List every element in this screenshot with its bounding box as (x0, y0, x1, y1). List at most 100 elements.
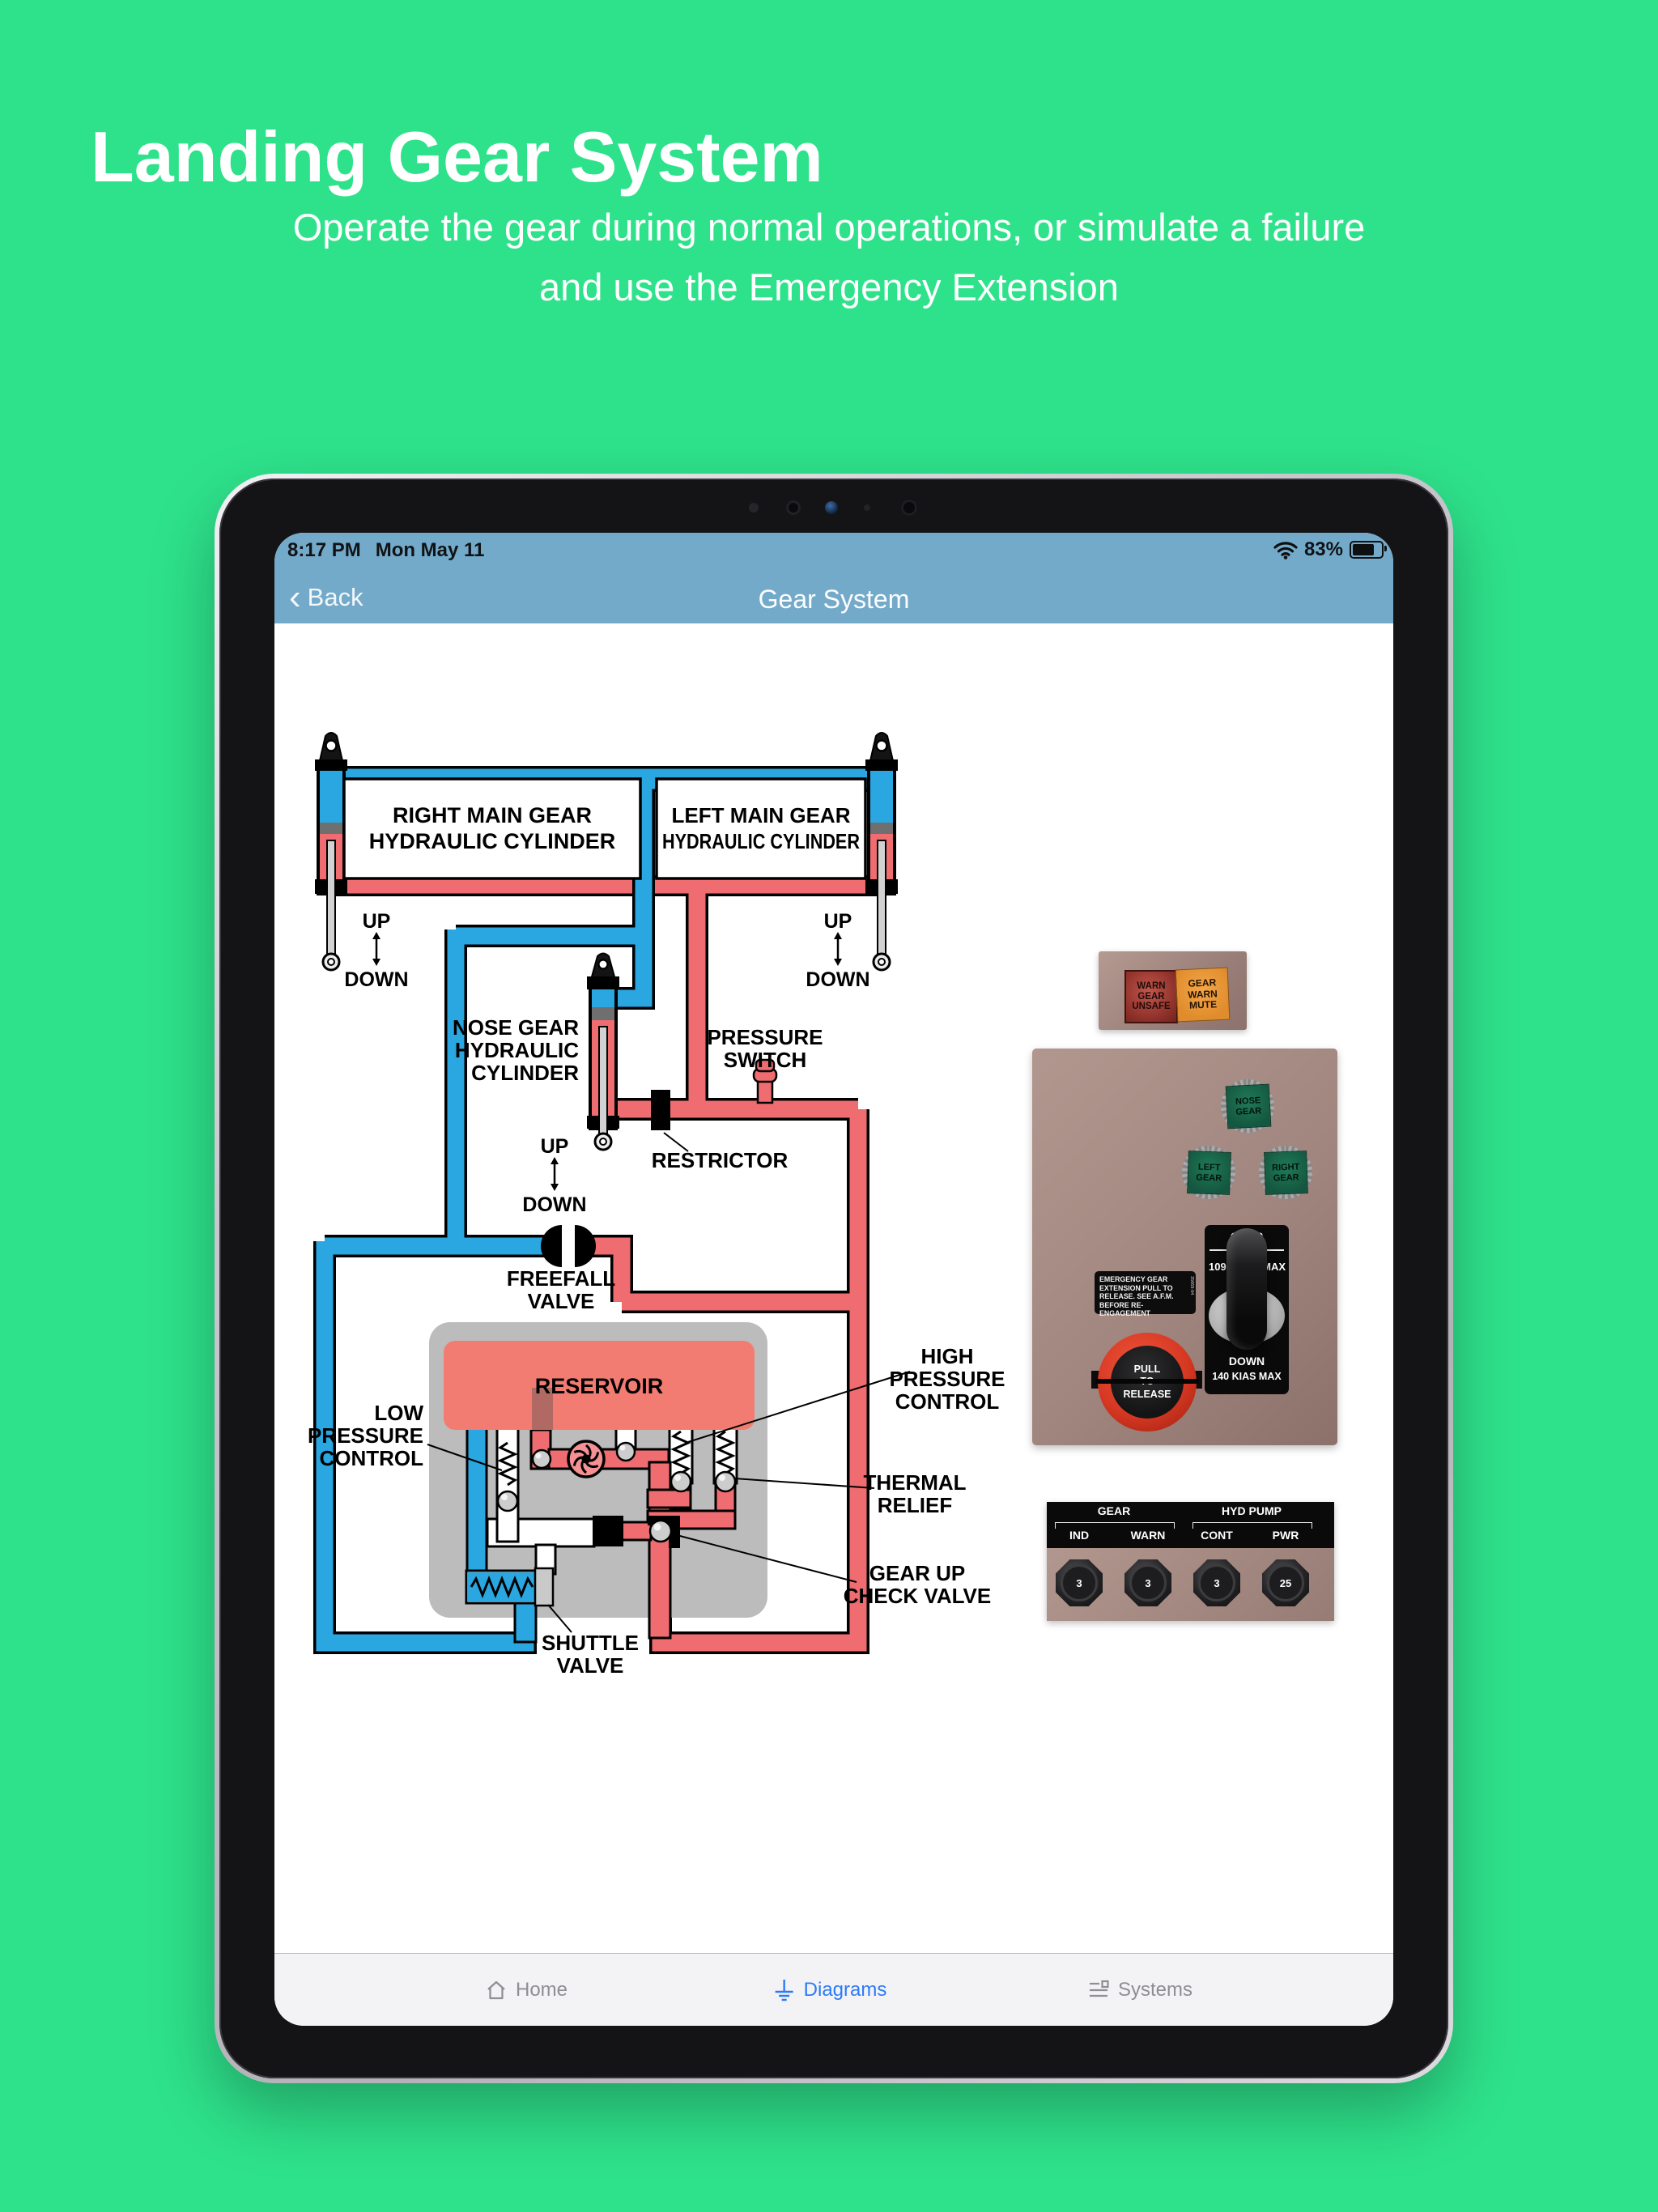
nose-gear-cylinder (587, 952, 619, 1151)
high-pressure-label-3: CONTROL (895, 1389, 1000, 1414)
subtitle-line-1: Operate the gear during normal operation… (292, 206, 1366, 249)
sensor-dot2-icon (901, 500, 917, 516)
warn-lamp-line: GEAR (1137, 991, 1165, 1002)
placard-part-number: 35669-94 (1189, 1276, 1194, 1295)
low-pressure-label-1: LOW (374, 1401, 423, 1425)
nose-label-2: HYDRAULIC (455, 1038, 579, 1062)
pressure-switch-fitting (752, 1058, 778, 1104)
breaker-gear-ind[interactable]: 3 (1056, 1559, 1103, 1606)
low-pressure-label-2: PRESSURE (308, 1423, 423, 1448)
right-gear-lamp[interactable]: RIGHT GEAR (1264, 1151, 1308, 1195)
pressure-switch-label-1: PRESSURE (707, 1025, 823, 1049)
left-main-label-1: LEFT MAIN GEAR (672, 803, 851, 827)
breaker-header: GEAR HYD PUMP IND WARN CONT PWR (1047, 1502, 1334, 1548)
left-lamp-line: GEAR (1196, 1172, 1222, 1184)
svg-text:DOWN: DOWN (344, 968, 408, 991)
gear-lever-knob[interactable] (1226, 1228, 1267, 1350)
breaker-label-ind: IND (1069, 1529, 1090, 1542)
breaker-bracket-hydpump (1192, 1522, 1312, 1529)
svg-text:UP: UP (363, 910, 391, 933)
restrictor-fitting (651, 1090, 670, 1130)
diagrams-icon (775, 1980, 793, 2001)
warn-gear-unsafe-lamp[interactable]: WARN GEAR UNSAFE (1124, 970, 1178, 1023)
breaker-group-hydpump: HYD PUMP (1222, 1504, 1282, 1517)
low-pressure-label-3: CONTROL (319, 1446, 423, 1470)
status-time: 8:17 PM (287, 539, 361, 561)
back-chevron-icon: ‹ (289, 577, 301, 617)
nose-label-1: NOSE GEAR (453, 1015, 579, 1040)
updown-left-main: UP DOWN (806, 910, 869, 991)
blue-shuttle-exit (513, 1598, 538, 1644)
diagram-labels: NOSE GEAR HYDRAULIC CYLINDER PRESSURE SW… (308, 1015, 1005, 1678)
freefall-label-1: FREEFALL (507, 1266, 615, 1291)
tab-systems[interactable]: Systems (1087, 1954, 1192, 2026)
warn-lamp-line: WARN (1137, 981, 1166, 991)
gear-warn-mute-button[interactable]: GEAR WARN MUTE (1175, 967, 1231, 1023)
pressure-switch-label-2: SWITCH (724, 1048, 807, 1072)
shuttle-valve (465, 1567, 555, 1607)
right-main-cylinder (315, 732, 347, 972)
breaker-body: 3 3 3 25 (1047, 1548, 1334, 1621)
breaker-hyd-cont[interactable]: 3 (1193, 1559, 1240, 1606)
nose-gear-lamp[interactable]: NOSE GEAR (1225, 1083, 1272, 1129)
shuttle-label-1: SHUTTLE (542, 1631, 639, 1655)
high-pressure-label-1: HIGH (921, 1344, 974, 1368)
sensor-dot-icon (749, 503, 759, 513)
thermal-relief-label-1: THERMAL (863, 1470, 966, 1495)
breaker-bracket-gear (1055, 1522, 1175, 1529)
back-label: Back (307, 583, 363, 611)
freefall-label-2: VALVE (528, 1289, 595, 1313)
reservoir-tank (444, 1341, 755, 1430)
updown-right-main: UP DOWN (344, 910, 408, 991)
page-subtitle: Operate the gear during normal operation… (0, 198, 1658, 317)
updown-indicators: UP DOWN UP DOWN UP DOWN (344, 910, 869, 1216)
wifi-icon (1273, 541, 1298, 559)
breaker-gear-warn[interactable]: 3 (1124, 1559, 1171, 1606)
gear-lever-panel: GEAR 109 MAX DOWN 140 KIAS MAX (1205, 1225, 1289, 1394)
nose-lamp-line: GEAR (1235, 1105, 1262, 1117)
breaker-label-pwr: PWR (1272, 1529, 1299, 1542)
breaker-hyd-pwr[interactable]: 25 (1262, 1559, 1309, 1606)
warn-lamp-line: UNSAFE (1132, 1002, 1171, 1012)
ipad-screen: 8:17 PM Mon May 11 83% ‹ Back Gear Syste… (274, 533, 1393, 2026)
nav-title: Gear System (758, 585, 910, 614)
gear-up-check-label-1: GEAR UP (869, 1561, 965, 1585)
right-main-label-box (342, 777, 642, 880)
page-title: Landing Gear System (91, 116, 823, 197)
gear-system-diagram: RESERVOIR (308, 732, 1005, 1678)
tab-home[interactable]: Home (485, 1954, 568, 2026)
placard-line: EXTENSION PULL TO (1099, 1283, 1173, 1292)
pull-knob-crossbar (1095, 1379, 1199, 1384)
svg-text:UP: UP (541, 1135, 569, 1158)
breaker-value: 3 (1198, 1564, 1235, 1602)
red-internal-channels (529, 1428, 737, 1640)
camera-lens-icon (825, 501, 838, 514)
reservoir-label: RESERVOIR (535, 1374, 664, 1398)
right-main-label-1: RIGHT MAIN GEAR (393, 803, 592, 827)
left-main-label-2: HYDRAULIC CYLINDER (662, 829, 860, 853)
battery-icon (1350, 541, 1387, 559)
back-button[interactable]: ‹ Back (289, 577, 363, 617)
tab-bar: Home Diagrams Sy (274, 1953, 1393, 2026)
circuit-breaker-panel: GEAR HYD PUMP IND WARN CONT PWR 3 3 3 25 (1047, 1502, 1334, 1621)
breaker-label-cont: CONT (1201, 1529, 1233, 1542)
emergency-placard: EMERGENCY GEAR EXTENSION PULL TO RELEASE… (1095, 1271, 1196, 1317)
systems-icon (1089, 1980, 1109, 1997)
lever-down-speed: 140 KIAS MAX (1212, 1371, 1282, 1382)
left-gear-lamp[interactable]: LEFT GEAR (1187, 1151, 1231, 1195)
valve-balls (496, 1441, 737, 1543)
tab-diagrams[interactable]: Diagrams (773, 1954, 886, 2026)
gear-up-check-label-2: CHECK VALVE (844, 1584, 992, 1608)
valve-springs (497, 1430, 736, 1487)
svg-text:DOWN: DOWN (522, 1193, 586, 1216)
battery-percent: 83% (1303, 538, 1343, 560)
camera-dot-icon (786, 500, 801, 515)
breaker-label-warn: WARN (1130, 1529, 1166, 1542)
left-main-label-box (655, 777, 867, 880)
status-bar-right: 83% (1273, 538, 1387, 561)
svg-text:UP: UP (824, 910, 852, 933)
hydraulic-pump (567, 1440, 606, 1478)
nav-header: 8:17 PM Mon May 11 83% ‹ Back Gear Syste… (274, 533, 1393, 623)
mic-dot-icon (864, 504, 870, 511)
